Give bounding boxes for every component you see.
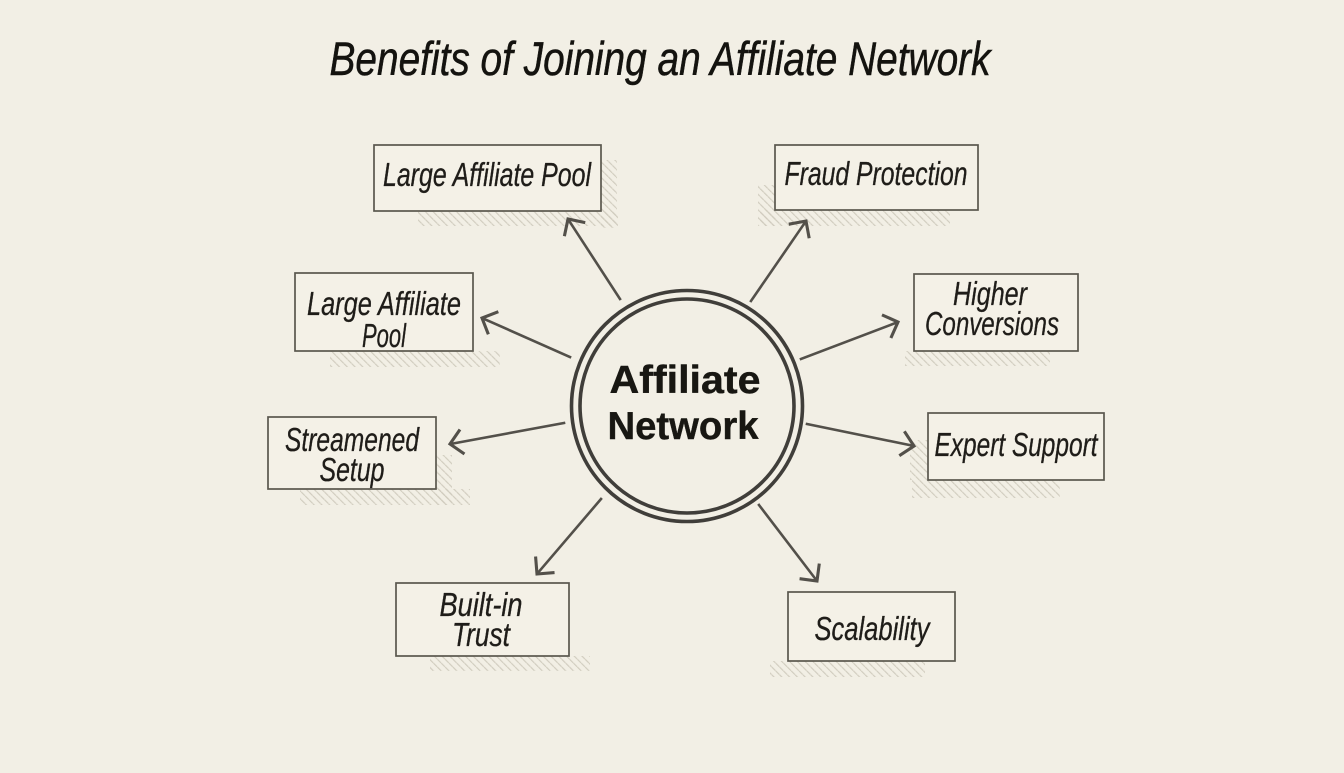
svg-text:Setup: Setup <box>320 451 385 488</box>
svg-text:Scalability: Scalability <box>815 610 932 647</box>
svg-text:Higher: Higher <box>953 275 1029 312</box>
svg-text:Fraud Protection: Fraud Protection <box>785 155 968 192</box>
svg-text:Conversions: Conversions <box>925 305 1059 342</box>
svg-text:Streamened: Streamened <box>285 421 420 458</box>
svg-text:Trust: Trust <box>452 616 511 653</box>
svg-text:Built-in: Built-in <box>440 586 523 623</box>
svg-text:Benefits of Joining an Affilia: Benefits of Joining an Affiliate Network <box>330 32 993 85</box>
svg-text:Pool: Pool <box>362 317 407 354</box>
svg-text:Large Affiliate: Large Affiliate <box>307 285 461 322</box>
svg-text:Expert Support: Expert Support <box>935 426 1099 463</box>
svg-text:Large Affiliate Pool: Large Affiliate Pool <box>383 156 592 193</box>
svg-text:Network: Network <box>608 405 759 448</box>
svg-text:Affiliate: Affiliate <box>610 359 761 402</box>
